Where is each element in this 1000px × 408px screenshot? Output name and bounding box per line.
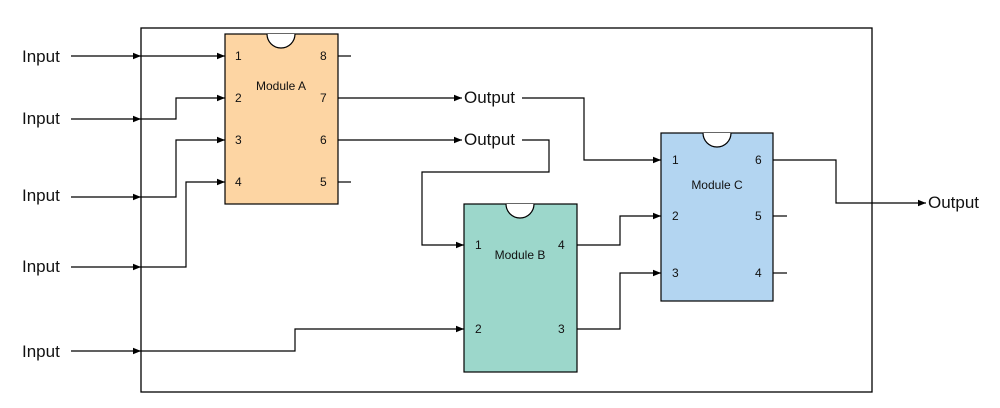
module-b-pin-4: 4 (558, 238, 565, 252)
module-c: Module C 1 2 3 6 5 4 (660, 132, 774, 302)
output-label-1: Output (464, 88, 515, 107)
wire-input2-a2 (141, 94, 225, 120)
module-a: Module A 1 2 3 4 8 7 6 5 (224, 33, 339, 205)
wire-output2-b1 (421, 139, 550, 249)
module-c-pin-2: 2 (672, 209, 679, 223)
module-a-pin-7: 7 (320, 91, 327, 105)
wire-input3-a3 (141, 136, 225, 198)
wire-input4-a4 (141, 178, 225, 268)
output-label-3: Output (928, 193, 979, 212)
input-label-1: Input (22, 47, 60, 66)
input-label-3: Input (22, 186, 60, 205)
module-b-pin-3: 3 (558, 322, 565, 336)
module-b-title: Module B (495, 248, 546, 262)
module-a-pin-8: 8 (320, 49, 327, 63)
module-a-pin-3: 3 (235, 133, 242, 147)
wire-b3-c3 (577, 269, 661, 330)
input-label-4: Input (22, 257, 60, 276)
enclosure-frame (140, 27, 873, 393)
module-a-pin-4: 4 (235, 175, 242, 189)
wire-c6-output3 (773, 159, 926, 207)
module-c-pin-4: 4 (755, 266, 762, 280)
module-b-pin-1: 1 (475, 238, 482, 252)
wire-input5-b2 (141, 325, 464, 352)
module-a-body (224, 33, 339, 205)
module-c-title: Module C (691, 178, 743, 192)
module-c-pin-5: 5 (755, 209, 762, 223)
input-label-2: Input (22, 109, 60, 128)
module-c-pin-3: 3 (672, 266, 679, 280)
wire-output1-c1 (522, 97, 661, 164)
module-c-body (660, 132, 774, 302)
module-a-title: Module A (256, 79, 306, 93)
input-label-5: Input (22, 342, 60, 361)
output-label-2: Output (464, 130, 515, 149)
module-b-body (463, 203, 578, 373)
module-a-pin-1: 1 (235, 49, 242, 63)
module-a-notch (266, 33, 296, 49)
module-a-pin-2: 2 (235, 91, 242, 105)
wire-b4-c2 (577, 212, 661, 246)
module-c-pin-1: 1 (672, 153, 679, 167)
module-a-pin-5: 5 (320, 175, 327, 189)
module-c-pin-6: 6 (755, 153, 762, 167)
module-c-notch (702, 132, 732, 148)
module-b-pin-2: 2 (475, 322, 482, 336)
module-b: Module B 1 2 4 3 (463, 203, 578, 373)
module-b-notch (505, 203, 535, 219)
module-a-pin-6: 6 (320, 133, 327, 147)
